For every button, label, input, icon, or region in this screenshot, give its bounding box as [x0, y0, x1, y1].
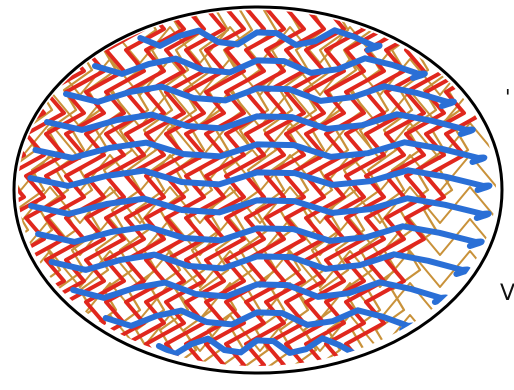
red-zigzag: [0, 8, 64, 386]
gold-zigzag: [0, 10, 60, 370]
gold-zigzag: [0, 10, 36, 370]
blue-loop-stroke: [30, 170, 489, 190]
edge-glyph-lower: V: [500, 281, 514, 306]
gold-zigzag: [0, 10, 12, 370]
edge-glyph-upper: ': [505, 85, 511, 109]
